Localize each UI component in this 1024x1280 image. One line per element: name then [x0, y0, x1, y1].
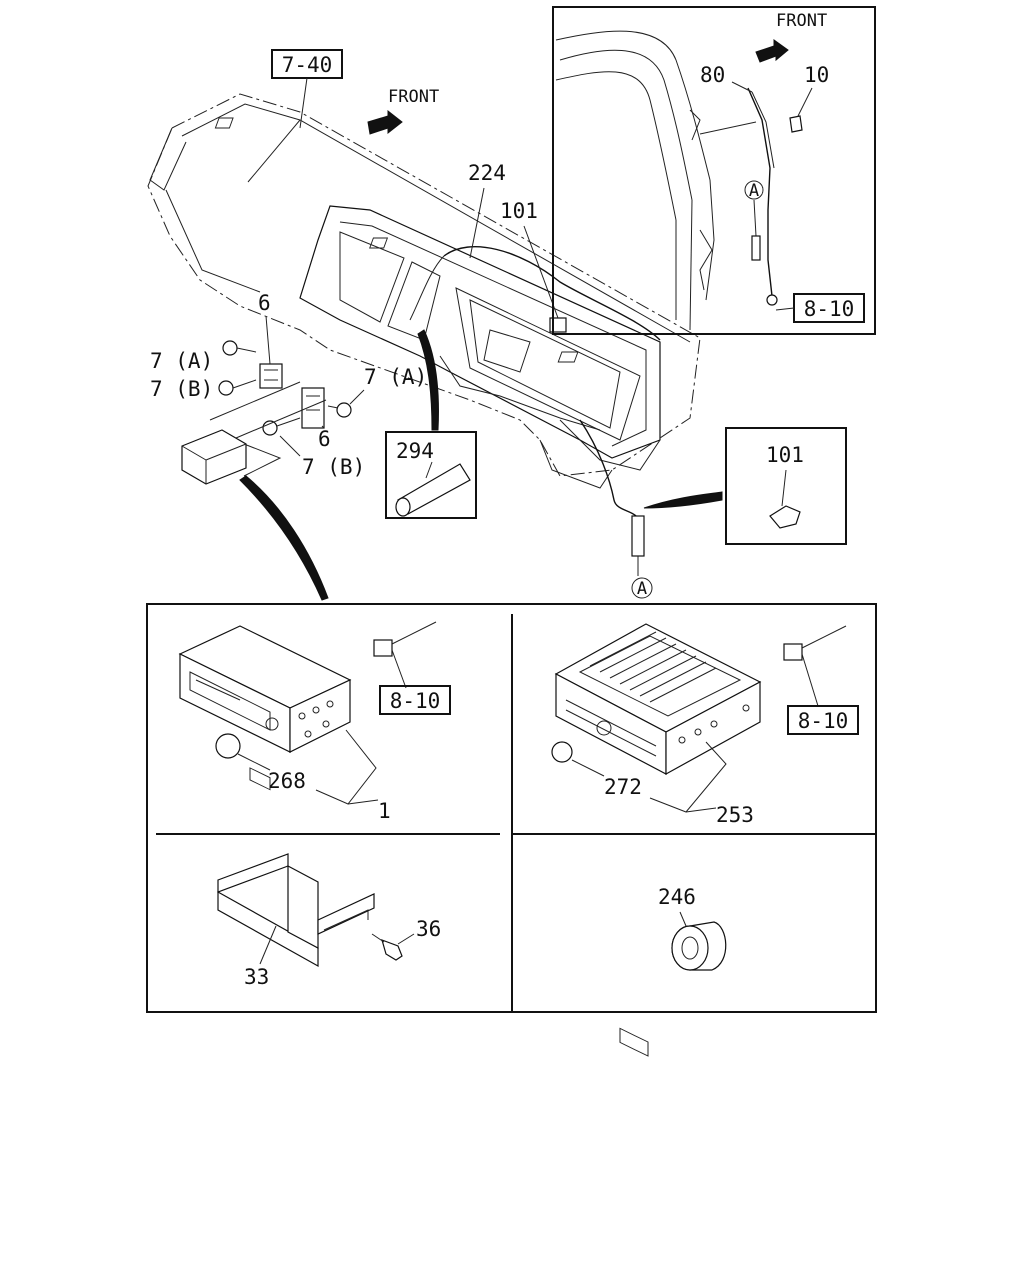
- detail-pointer-101-icon: [643, 491, 723, 509]
- radio-detail-pointer-icon: [239, 475, 329, 601]
- antenna-rod: [747, 87, 773, 297]
- bracket-upper: [259, 363, 283, 389]
- tube-detail: 294: [385, 431, 477, 519]
- front-arrow-main-icon: [367, 109, 403, 135]
- tube-callout: 294: [396, 439, 434, 463]
- radio-left: [178, 625, 352, 791]
- dashboard-shell-outline: [147, 93, 701, 477]
- screw-icon: [381, 939, 403, 961]
- antenna-bolt-callout: 10: [804, 63, 829, 87]
- radio-right-ref-label: 8-10: [798, 709, 849, 733]
- clip-detail-part: [769, 505, 801, 529]
- bolt-b-lower-callout: 7 (B): [302, 455, 365, 479]
- bolt-b-left-icon: [218, 380, 234, 396]
- bolt-a-left-icon: [222, 340, 238, 356]
- inset-marker-label: A: [749, 181, 759, 201]
- clip-detail: 101: [725, 427, 847, 545]
- dashboard-assembly: 7-40 FRONT 224 101: [147, 49, 723, 601]
- tube-detail-box: [385, 431, 477, 519]
- bracket-lower: [301, 387, 325, 429]
- clip-detail-box: [725, 427, 847, 545]
- knob-right-callout: 272: [604, 775, 642, 799]
- bracket-upper-callout: 6: [258, 291, 271, 315]
- antenna-lead-plug: [631, 515, 645, 557]
- tube-detail-pointer-icon: [417, 329, 439, 431]
- radio-left-ref-box[interactable]: [379, 685, 451, 715]
- bolt-a-right-icon: [336, 402, 352, 418]
- front-arrow-inset-icon: [755, 39, 789, 63]
- bolt-a-right-callout: 7 (A): [364, 365, 427, 389]
- inset-marker-circle: [744, 180, 764, 200]
- radio-right-connector: [783, 643, 803, 661]
- antenna-inset: FRONT 80 10 A 8-10: [552, 6, 876, 335]
- antenna-lead: [579, 419, 637, 517]
- antenna-rod-callout: 80: [700, 63, 725, 87]
- bolt-b-left-callout: 7 (B): [150, 377, 213, 401]
- front-label-inset: FRONT: [776, 11, 827, 31]
- radio-right-callout: 253: [716, 803, 754, 827]
- antenna-inset-box: [552, 6, 876, 335]
- lead-marker-circle: [631, 577, 653, 599]
- radio-right: [554, 623, 762, 1057]
- radio-left-connector: [373, 639, 393, 657]
- pocket-callout: 33: [244, 965, 269, 989]
- antenna-bolt: [789, 115, 803, 133]
- clip-main-callout: 101: [500, 199, 538, 223]
- radio-parts-panel: 268 1 8-10: [146, 603, 877, 1057]
- lead-marker-label: A: [637, 579, 647, 599]
- harness-callout: 224: [468, 161, 506, 185]
- inset-ref-label: 8-10: [804, 297, 855, 321]
- knob-left-callout: 268: [268, 769, 306, 793]
- bracket-lower-callout: 6: [318, 427, 331, 451]
- clip-detail-callout: 101: [766, 443, 804, 467]
- bolt-a-left-callout: 7 (A): [150, 349, 213, 373]
- radio-right-ref-box[interactable]: [787, 705, 859, 735]
- radio-left-ref-label: 8-10: [390, 689, 441, 713]
- knob-right-icon: [551, 741, 573, 763]
- instrument-cluster-frame: [299, 205, 661, 459]
- screw-callout: 36: [416, 917, 441, 941]
- front-label-main: FRONT: [388, 87, 439, 107]
- radio-left-callout: 1: [378, 799, 391, 823]
- knob-left-icon: [215, 733, 241, 759]
- spacer-part: [671, 921, 727, 971]
- bolt-b-lower-icon: [262, 420, 278, 436]
- pocket-part: [217, 853, 375, 968]
- spacer-callout: 246: [658, 885, 696, 909]
- dash-ref-label: 7-40: [282, 53, 333, 77]
